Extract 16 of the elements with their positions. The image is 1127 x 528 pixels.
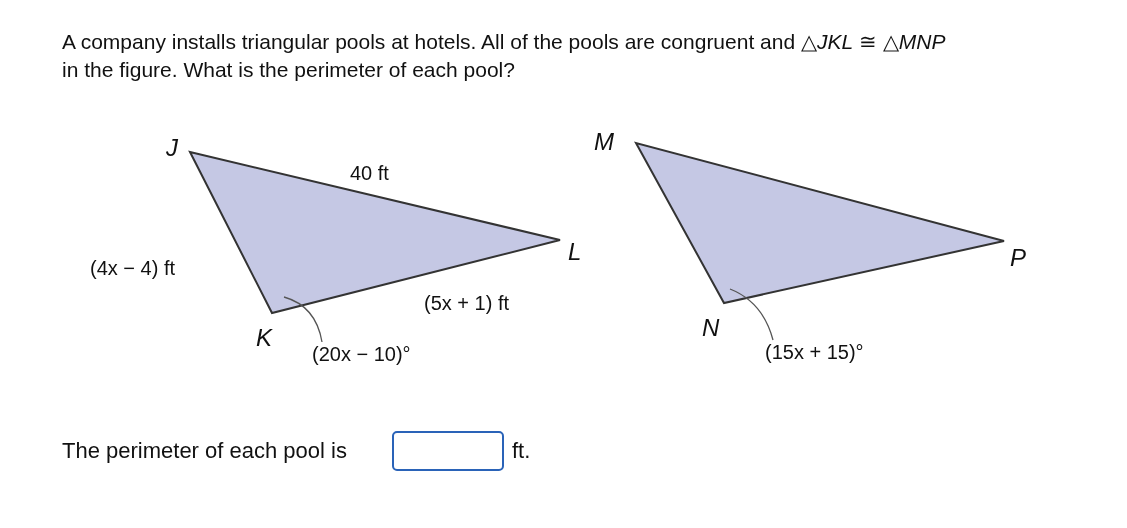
- answer-prompt: The perimeter of each pool is: [62, 438, 347, 464]
- vertex-label: M: [594, 128, 614, 156]
- vertex-label: N: [702, 314, 720, 342]
- vertex-label: L: [568, 238, 582, 266]
- side-length-label: (4x − 4) ft: [90, 256, 176, 280]
- angle-label: (15x + 15)°: [765, 340, 864, 364]
- side-length-label: 40 ft: [350, 161, 389, 185]
- unit-label: ft.: [512, 438, 531, 464]
- vertex-label: P: [1010, 244, 1026, 272]
- vertex-label: J: [166, 134, 178, 162]
- side-length-label: (5x + 1) ft: [424, 291, 510, 315]
- angle-label: (20x − 10)°: [312, 342, 411, 366]
- leader-line: [283, 296, 323, 343]
- question-text: A company installs triangular pools at hotels. All of the pools are congruent and △JKL ≅ △MNP in the figure. What is the perimeter of each pool?: [62, 29, 947, 83]
- vertex-label: K: [256, 324, 272, 352]
- leader-line: [729, 288, 774, 341]
